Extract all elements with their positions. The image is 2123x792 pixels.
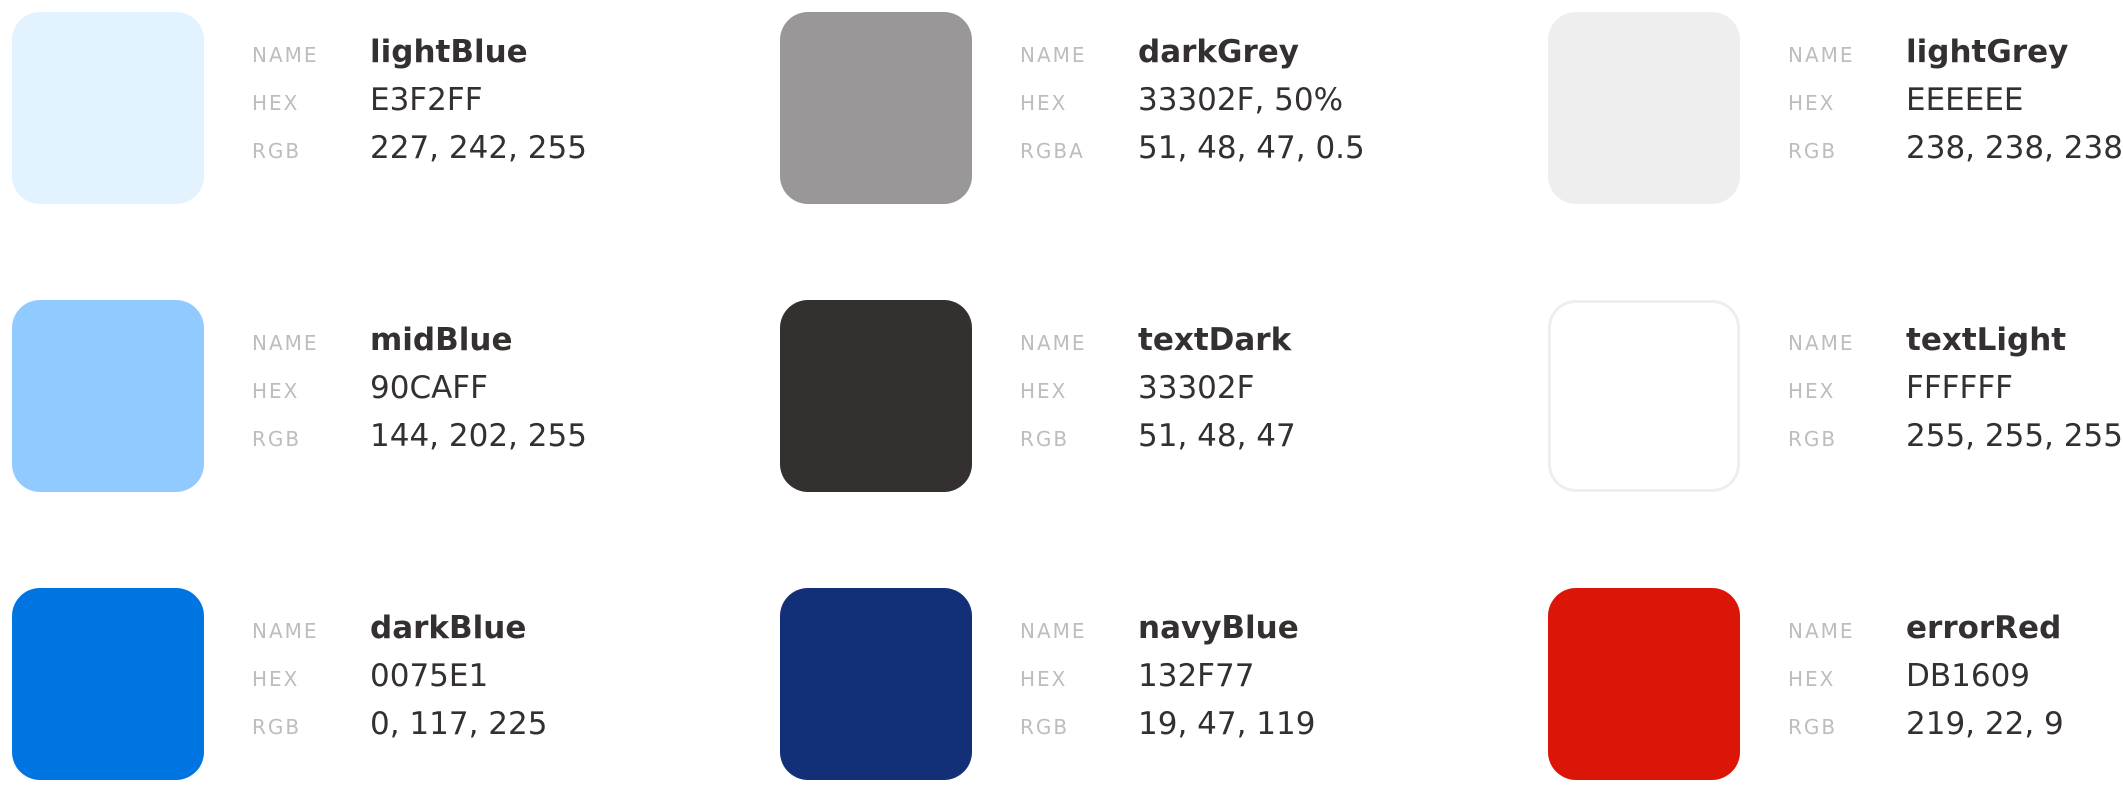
color-info: NAME lightBlue HEX E3F2FF RGB 227, 242, 255	[252, 34, 587, 178]
color-info: NAME textLight HEX FFFFFF RGB 255, 255, 255	[1788, 322, 2123, 466]
rgb-label: RGB	[1788, 139, 1838, 163]
color-name: darkBlue	[370, 610, 527, 646]
color-swatch	[780, 12, 972, 204]
color-info: NAME lightGrey HEX EEEEEE RGB 238, 238, 238	[1788, 34, 2123, 178]
color-card-darkBlue: NAME darkBlue HEX 0075E1 RGB 0, 117, 225	[0, 576, 740, 780]
color-card-textLight: NAME textLight HEX FFFFFF RGB 255, 255, 255	[1536, 288, 2123, 492]
hex-label: HEX	[1020, 379, 1068, 403]
color-card-lightBlue: NAME lightBlue HEX E3F2FF RGB 227, 242, 255	[0, 0, 740, 204]
color-card-textDark: NAME textDark HEX 33302F RGB 51, 48, 47	[768, 288, 1508, 492]
name-label: NAME	[252, 43, 319, 67]
color-rgb: 219, 22, 9	[1906, 706, 2064, 742]
color-name: lightGrey	[1906, 34, 2069, 70]
color-name: textLight	[1906, 322, 2067, 358]
color-name: lightBlue	[370, 34, 528, 70]
color-card-navyBlue: NAME navyBlue HEX 132F77 RGB 19, 47, 119	[768, 576, 1508, 780]
color-name: errorRed	[1906, 610, 2062, 646]
hex-label: HEX	[252, 91, 300, 115]
rgba-label: RGBA	[1020, 139, 1085, 163]
color-info: NAME darkBlue HEX 0075E1 RGB 0, 117, 225	[252, 610, 547, 754]
color-swatch	[780, 588, 972, 780]
hex-label: HEX	[252, 379, 300, 403]
hex-label: HEX	[1788, 379, 1836, 403]
color-info: NAME midBlue HEX 90CAFF RGB 144, 202, 255	[252, 322, 587, 466]
color-hex: E3F2FF	[370, 82, 483, 118]
color-card-darkGrey: NAME darkGrey HEX 33302F, 50% RGBA 51, 48, …	[768, 0, 1508, 204]
color-rgb: 144, 202, 255	[370, 418, 587, 454]
color-rgb: 238, 238, 238	[1906, 130, 2123, 166]
rgb-label: RGB	[1020, 715, 1070, 739]
color-info: NAME textDark HEX 33302F RGB 51, 48, 47	[1020, 322, 1296, 466]
color-rgb: 227, 242, 255	[370, 130, 587, 166]
hex-label: HEX	[1020, 91, 1068, 115]
color-hex: EEEEEE	[1906, 82, 2024, 118]
color-card-lightGrey: NAME lightGrey HEX EEEEEE RGB 238, 238, 238	[1536, 0, 2123, 204]
name-label: NAME	[1788, 43, 1855, 67]
hex-label: HEX	[252, 667, 300, 691]
name-label: NAME	[252, 619, 319, 643]
color-name: midBlue	[370, 322, 513, 358]
color-swatch	[780, 300, 972, 492]
color-swatch	[12, 12, 204, 204]
name-label: NAME	[1020, 619, 1087, 643]
color-name: darkGrey	[1138, 34, 1299, 70]
rgb-label: RGB	[1788, 715, 1838, 739]
rgb-label: RGB	[252, 427, 302, 451]
color-hex: 33302F, 50%	[1138, 82, 1344, 118]
hex-label: HEX	[1020, 667, 1068, 691]
color-hex: 90CAFF	[370, 370, 488, 406]
name-label: NAME	[1788, 619, 1855, 643]
color-rgb: 255, 255, 255	[1906, 418, 2123, 454]
color-hex: FFFFFF	[1906, 370, 2013, 406]
color-hex: 132F77	[1138, 658, 1255, 694]
hex-label: HEX	[1788, 91, 1836, 115]
rgb-label: RGB	[1020, 427, 1070, 451]
rgb-label: RGB	[1788, 427, 1838, 451]
color-hex: 33302F	[1138, 370, 1255, 406]
color-swatch	[12, 588, 204, 780]
color-rgb: 0, 117, 225	[370, 706, 548, 742]
color-rgb: 51, 48, 47	[1138, 418, 1296, 454]
color-swatch	[1548, 300, 1740, 492]
color-rgba: 51, 48, 47, 0.5	[1138, 130, 1365, 166]
name-label: NAME	[252, 331, 319, 355]
color-rgb: 19, 47, 119	[1138, 706, 1316, 742]
rgb-label: RGB	[252, 139, 302, 163]
name-label: NAME	[1788, 331, 1855, 355]
color-name: textDark	[1138, 322, 1292, 358]
name-label: NAME	[1020, 43, 1087, 67]
color-hex: 0075E1	[370, 658, 489, 694]
color-info: NAME navyBlue HEX 132F77 RGB 19, 47, 119	[1020, 610, 1315, 754]
color-name: navyBlue	[1138, 610, 1299, 646]
color-info: NAME errorRed HEX DB1609 RGB 219, 22, 9	[1788, 610, 2064, 754]
color-swatch	[1548, 12, 1740, 204]
color-swatch	[12, 300, 204, 492]
color-card-midBlue: NAME midBlue HEX 90CAFF RGB 144, 202, 255	[0, 288, 740, 492]
name-label: NAME	[1020, 331, 1087, 355]
hex-label: HEX	[1788, 667, 1836, 691]
rgb-label: RGB	[252, 715, 302, 739]
color-swatch	[1548, 588, 1740, 780]
color-info: NAME darkGrey HEX 33302F, 50% RGBA 51, 48, …	[1020, 34, 1365, 178]
color-card-errorRed: NAME errorRed HEX DB1609 RGB 219, 22, 9	[1536, 576, 2112, 780]
color-hex: DB1609	[1906, 658, 2031, 694]
